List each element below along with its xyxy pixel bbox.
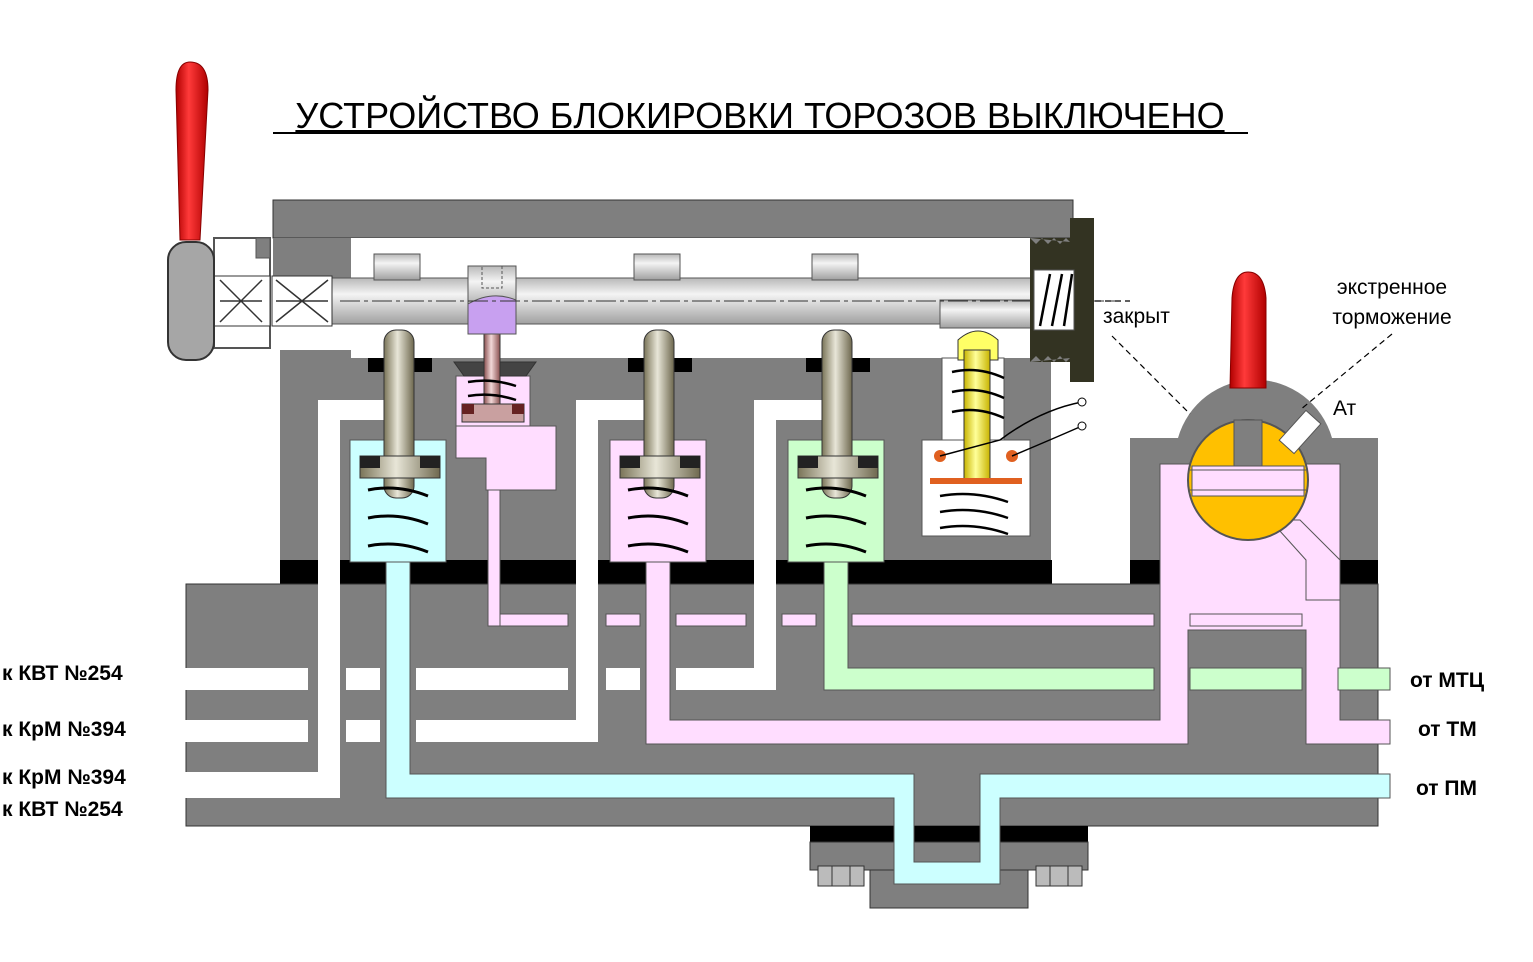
threaded-cap [1030,218,1094,382]
lock-rod [331,253,1120,335]
label-emergency-2: торможение [1332,306,1451,329]
right-port-label: от ТМ [1418,718,1477,741]
left-port-label: к КрМ №394 [2,766,126,789]
gasket-bottom [810,826,1088,842]
lock-handle [167,61,333,361]
channel-mtc [823,557,1391,691]
left-port-label: к КрМ №394 [2,718,126,741]
right-port-label: от ПМ [1416,777,1477,800]
emergency-crane [1187,271,1322,541]
channel-tm [487,463,1391,745]
left-port-label: к КВТ №254 [2,662,123,685]
valve-2 [453,317,557,491]
valve-3 [609,329,707,563]
valve-1 [349,329,447,563]
electric-contact-valve [921,330,1087,537]
channel-pm [385,557,1391,885]
bolt-left-icon [817,865,865,887]
left-port-label: к КВТ №254 [2,798,123,821]
diagram-title: УСТРОЙСТВО БЛОКИРОВКИ ТОРОЗОВ ВЫКЛЮЧЕНО [295,94,1224,136]
right-port-label: от МТЦ [1410,669,1485,692]
channels-white [174,400,824,798]
label-closed: закрыт [1103,305,1170,328]
valve-4 [787,329,885,563]
bolt-right-icon [1035,865,1083,887]
label-at: Ат [1333,397,1357,420]
label-emergency-1: экстренное [1337,276,1447,299]
leader-lines [1095,300,1393,415]
